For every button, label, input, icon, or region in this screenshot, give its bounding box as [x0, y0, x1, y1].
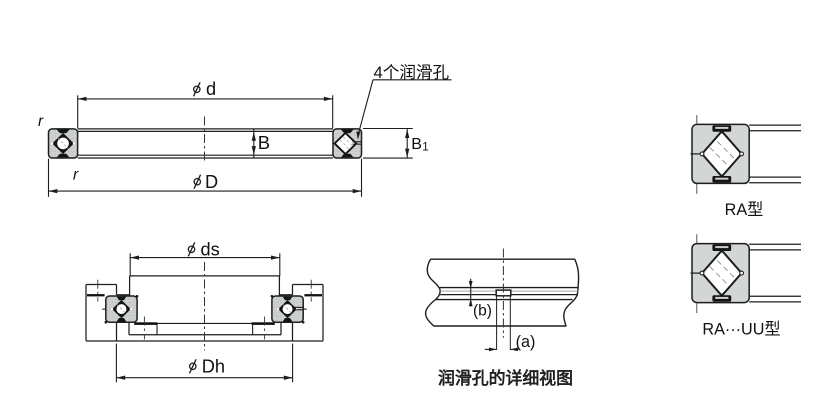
svg-text:4个润滑孔: 4个润滑孔	[374, 63, 450, 82]
svg-text:D: D	[205, 172, 218, 192]
svg-text:r: r	[38, 113, 44, 130]
svg-text:1: 1	[422, 141, 428, 153]
svg-text:RA型: RA型	[725, 201, 764, 219]
svg-text:Dh: Dh	[202, 357, 225, 377]
svg-text:B: B	[258, 132, 270, 153]
svg-text:(a): (a)	[516, 333, 536, 351]
svg-text:B: B	[411, 136, 422, 153]
svg-text:RA···UU型: RA···UU型	[702, 321, 780, 339]
svg-text:(b): (b)	[473, 303, 492, 320]
svg-text:r: r	[73, 167, 79, 184]
svg-text:d: d	[206, 79, 216, 99]
svg-text:润滑孔的详细视图: 润滑孔的详细视图	[438, 368, 573, 388]
svg-text:ds: ds	[201, 240, 220, 260]
